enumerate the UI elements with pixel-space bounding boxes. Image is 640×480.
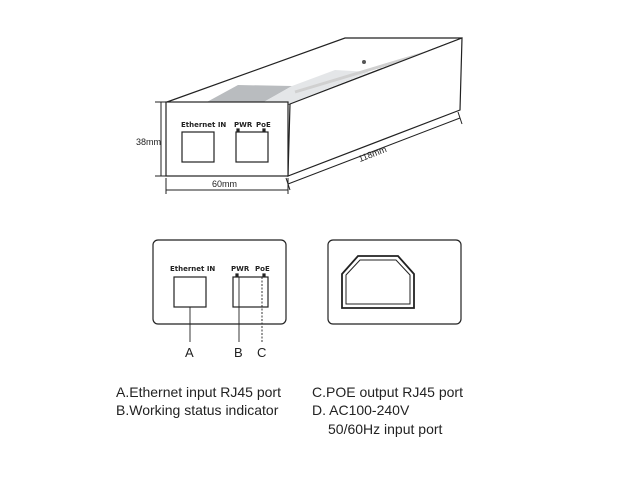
legend-item-a: A.Ethernet input RJ45 port (116, 384, 281, 400)
poe-led-3d (262, 128, 266, 132)
front-view (152, 239, 287, 342)
width-dimension-label: 60mm (212, 179, 237, 189)
top-label-strip (205, 85, 292, 103)
legend-item-b: B.Working status indicator (116, 402, 279, 418)
length-dimension (285, 111, 463, 191)
legend-item-d-line1: D. AC100-240V (312, 402, 410, 418)
height-dimension-label: 38mm (136, 137, 161, 147)
front-view-body (152, 239, 287, 325)
pwr-led (235, 273, 239, 277)
ethernet-in-label: Ethernet IN (170, 265, 215, 273)
height-dimension (155, 101, 167, 177)
legend-item-d-line2: 50/60Hz input port (328, 421, 443, 437)
poe-port-3d (235, 131, 269, 163)
ac-input-port-inner (345, 259, 411, 305)
ethernet-in-port-3d (181, 131, 215, 163)
injector-3d-view (165, 37, 463, 177)
ethernet-in-label-3d: Ethernet IN (181, 121, 226, 129)
ac-input-port-outer (341, 255, 415, 309)
width-dimension (165, 178, 289, 194)
legend-item-c: C.POE output RJ45 port (312, 384, 463, 400)
pwr-led-3d (236, 128, 240, 132)
pwr-label-3d: PWR (234, 121, 253, 129)
top-indicator-dot (362, 60, 366, 64)
side-face (287, 37, 463, 177)
ethernet-in-port (173, 276, 207, 308)
poe-output-port (232, 276, 269, 308)
pwr-label: PWR (231, 265, 250, 273)
poe-led (262, 273, 266, 277)
callout-a-label: A (185, 345, 194, 360)
callout-c-label: C (257, 345, 266, 360)
callout-b-label: B (234, 345, 243, 360)
rear-view (327, 239, 462, 325)
poe-label: PoE (255, 265, 270, 273)
poe-label-3d: PoE (256, 121, 271, 129)
front-face (165, 101, 289, 177)
rear-view-body (327, 239, 462, 325)
